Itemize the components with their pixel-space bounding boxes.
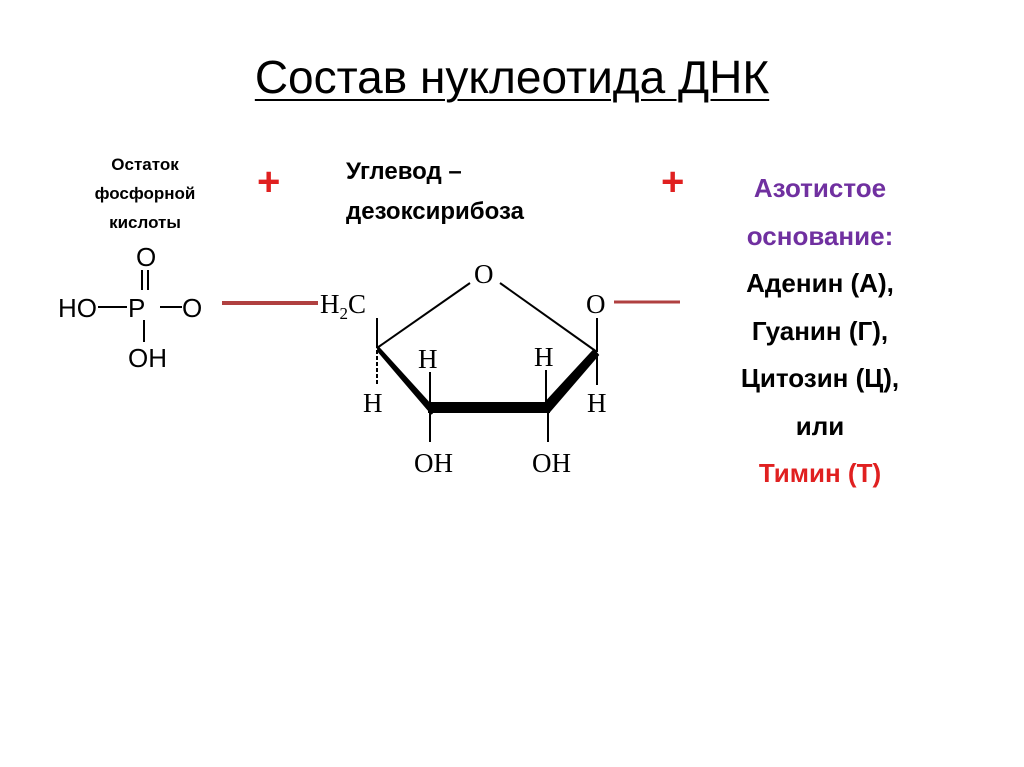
base-heading: Азотистое xyxy=(753,173,887,203)
base-or: или xyxy=(795,410,845,441)
atom-p: P xyxy=(128,293,145,323)
atom-h2c: H2C xyxy=(320,289,366,323)
atom-oh: OH xyxy=(532,448,571,478)
base-item-cytosine: Цитозин (Ц), xyxy=(740,363,900,393)
phosphate-label-line: Остаток xyxy=(111,155,179,174)
ring-oxygen: O xyxy=(474,259,494,289)
phosphate-label-line: кислоты xyxy=(109,213,181,232)
phosphate-formula: O HO P O OH xyxy=(58,242,202,373)
atom-oh: OH xyxy=(128,343,167,373)
base-item-adenine: Аденин (А), xyxy=(746,268,894,298)
plus-sign: + xyxy=(257,160,281,204)
base-heading: основание: xyxy=(746,220,894,251)
sugar-label: Углевод – дезоксирибоза xyxy=(346,152,524,232)
atom-h: H xyxy=(587,388,607,418)
base-item-guanine: Гуанин (Г), xyxy=(751,315,889,346)
slide-title: Состав нуклеотида ДНК xyxy=(254,51,770,103)
plus-sign: + xyxy=(661,160,685,204)
atom-o: O xyxy=(182,293,202,323)
deoxyribose-formula: H2C O O H H H H OH OH xyxy=(320,259,607,478)
atom-o: O xyxy=(586,289,606,319)
sugar-label-line: дезоксирибоза xyxy=(346,198,524,225)
atom-ho: HO xyxy=(58,293,97,323)
nitrogen-base-list: Азотистое основание: Аденин (А), Гуанин … xyxy=(700,165,940,498)
atom-o: O xyxy=(136,242,156,272)
phosphate-label: Остаток фосфорной кислоты xyxy=(70,150,220,237)
atom-h: H xyxy=(534,342,554,372)
atom-h: H xyxy=(418,344,438,374)
atom-h: H xyxy=(363,388,383,418)
base-item-thymine: Тимин (Т) xyxy=(758,458,882,488)
phosphate-label-line: фосфорной xyxy=(94,184,196,203)
atom-oh: OH xyxy=(414,448,453,478)
sugar-label-line: Углевод – xyxy=(346,158,462,185)
